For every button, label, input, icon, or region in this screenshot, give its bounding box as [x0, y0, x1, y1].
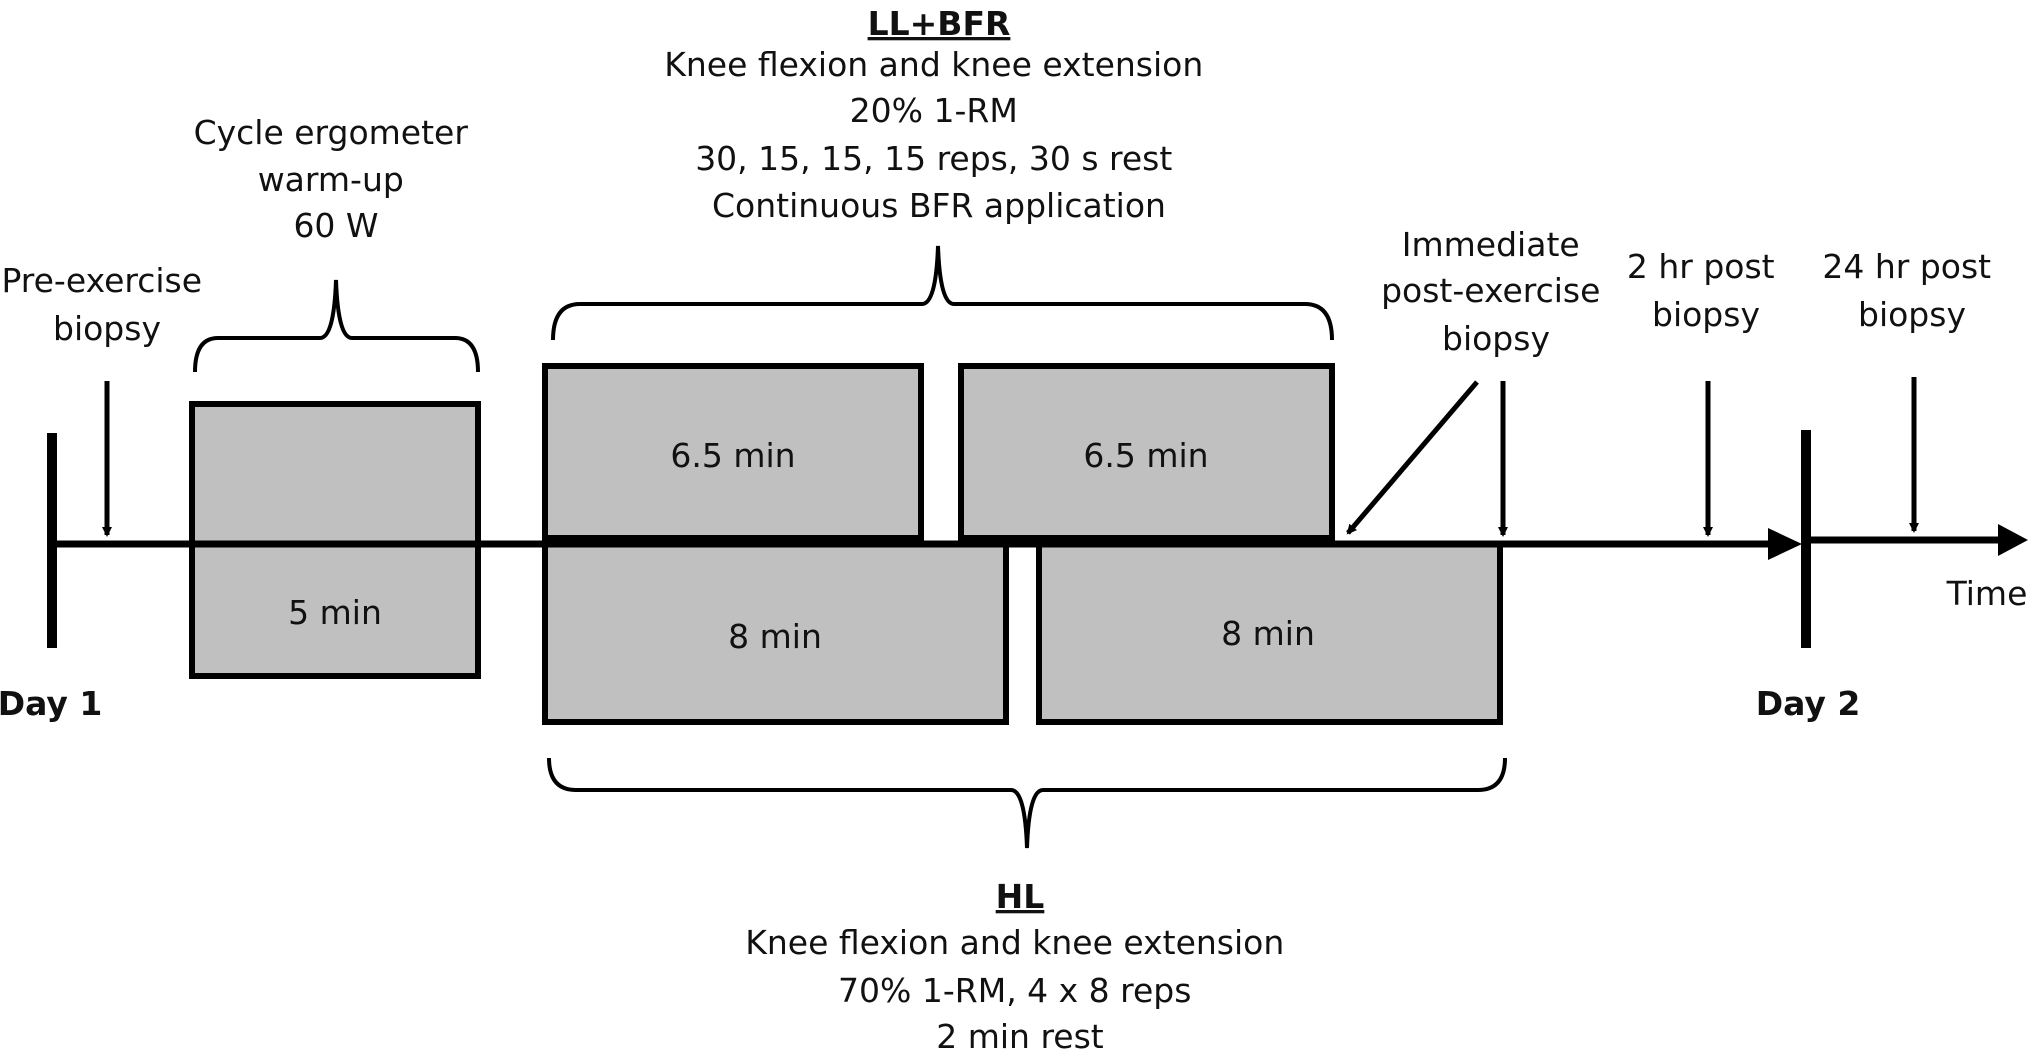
hl-title: HL	[996, 877, 1045, 916]
llbfr-details: Knee flexion and knee extension 20% 1-RM…	[664, 45, 1214, 225]
2hr-biopsy-label: 2 hr post biopsy	[1627, 247, 1785, 334]
24hr-biopsy-label: 24 hr post biopsy	[1822, 247, 2001, 334]
day2-label: Day 2	[1756, 684, 1861, 723]
warmup-label: Cycle ergometer warm-up 60 W	[194, 113, 479, 245]
immediate-biopsy-diagonal-arrow	[1346, 380, 1479, 535]
llbfr-block-2	[958, 363, 1335, 541]
llbfr-block-1	[542, 363, 924, 541]
day2-axis-arrowhead	[1998, 524, 2028, 556]
hl-details: Knee flexion and knee extension 70% 1-RM…	[745, 923, 1295, 1056]
hl-brace	[547, 757, 1507, 849]
hl-block-2-label: 8 min	[1221, 614, 1315, 653]
llbfr-brace	[551, 245, 1334, 341]
pre-exercise-biopsy-label: Pre-exercise biopsy	[1, 261, 212, 348]
hl-block-2	[1036, 541, 1503, 725]
time-axis-label: Time	[1946, 574, 2028, 613]
immediate-biopsy-label: Immediate post-exercise biopsy	[1381, 225, 1611, 358]
day1-label: Day 1	[0, 684, 102, 723]
warmup-duration-label: 5 min	[288, 593, 382, 632]
warmup-box	[189, 401, 481, 679]
warmup-brace	[193, 279, 480, 373]
llbfr-block-2-label: 6.5 min	[1083, 436, 1208, 475]
hl-block-1-label: 8 min	[728, 617, 822, 656]
llbfr-block-1-label: 6.5 min	[670, 436, 795, 475]
llbfr-title: LL+BFR	[868, 4, 1011, 43]
day1-axis-arrowhead	[1768, 528, 1802, 560]
